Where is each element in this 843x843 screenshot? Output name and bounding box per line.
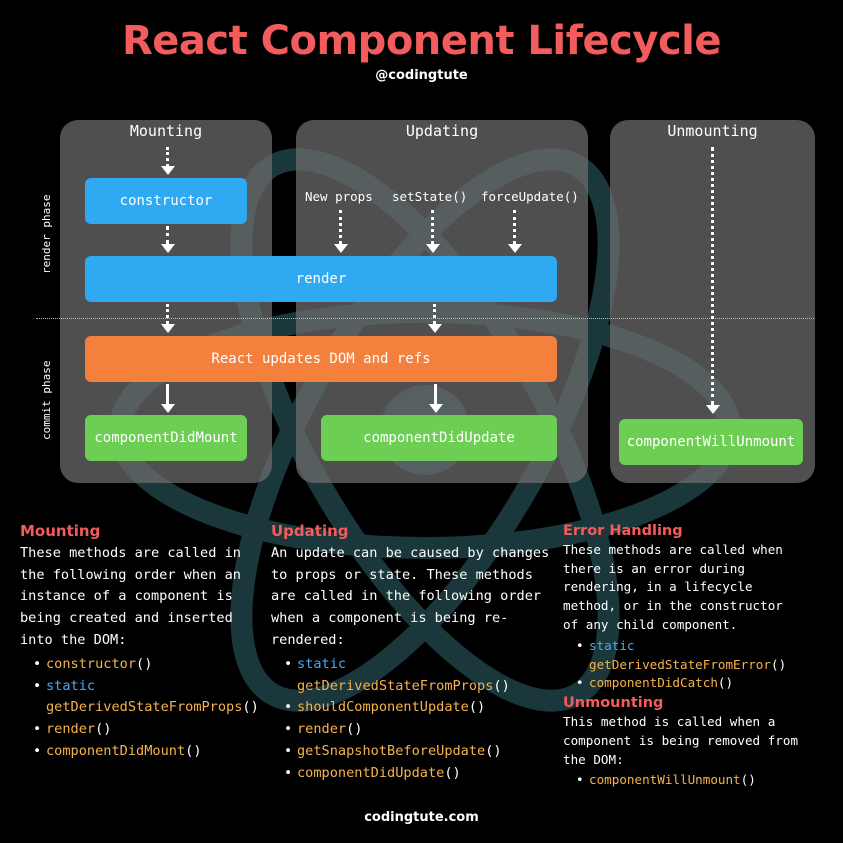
updating-column-title: Updating bbox=[405, 122, 479, 140]
author-handle: @codingtute bbox=[375, 68, 468, 83]
error-handling-heading: Error Handling bbox=[563, 523, 683, 539]
arrow-head bbox=[334, 244, 348, 253]
trigger-set-state: setState() bbox=[392, 189, 468, 204]
phase-divider bbox=[36, 318, 814, 319]
updating-text: An update can be caused by changes to pr… bbox=[271, 544, 550, 648]
arrow-head bbox=[161, 166, 175, 175]
updating-heading: Updating bbox=[271, 522, 349, 540]
trigger-new-props: New props bbox=[305, 189, 373, 204]
list-item: shouldComponentUpdate() bbox=[284, 697, 561, 719]
unmounting-method-list: componentWillUnmount() bbox=[563, 771, 833, 790]
arrow-mount-to-constructor bbox=[166, 147, 169, 167]
list-item: componentWillUnmount() bbox=[576, 771, 833, 790]
error-handling-section: Error Handling These methods are called … bbox=[563, 522, 833, 790]
arrow-setstate-to-render bbox=[431, 210, 434, 244]
arrow-render-to-dom-update bbox=[433, 304, 436, 324]
list-item: componentDidUpdate() bbox=[284, 763, 561, 785]
dom-update-box: React updates DOM and refs bbox=[85, 336, 557, 382]
arrow-head bbox=[426, 244, 440, 253]
trigger-force-update: forceUpdate() bbox=[481, 189, 579, 204]
error-handling-text: These methods are called when there is a… bbox=[563, 541, 783, 632]
arrow-render-to-dom-mount bbox=[166, 304, 169, 324]
updating-section: Updating An update can be caused by chan… bbox=[271, 521, 561, 785]
component-did-update-box: componentDidUpdate bbox=[321, 415, 557, 461]
mounting-method-list: constructor() staticgetDerivedStateFromP… bbox=[20, 654, 260, 763]
arrow-dom-to-didmount bbox=[166, 384, 169, 404]
arrow-head bbox=[706, 405, 720, 414]
arrow-head bbox=[508, 244, 522, 253]
render-phase-label: render phase bbox=[40, 194, 53, 274]
mounting-section: Mounting These methods are called in the… bbox=[20, 521, 260, 763]
arrow-head bbox=[428, 324, 442, 333]
unmounting-heading: Unmounting bbox=[563, 695, 664, 712]
arrow-head bbox=[429, 404, 443, 413]
arrow-head bbox=[161, 244, 175, 253]
arrow-constructor-to-render bbox=[166, 226, 169, 244]
mounting-text: These methods are called in the followin… bbox=[20, 544, 241, 648]
list-item: constructor() bbox=[33, 654, 260, 676]
mounting-column-title: Mounting bbox=[129, 122, 203, 140]
constructor-box: constructor bbox=[85, 178, 247, 224]
list-item: render() bbox=[284, 719, 561, 741]
component-did-mount-box: componentDidMount bbox=[85, 415, 247, 461]
list-item: componentDidMount() bbox=[33, 741, 260, 763]
arrow-head bbox=[161, 404, 175, 413]
arrow-newprops-to-render bbox=[339, 210, 342, 244]
list-item: componentDidCatch() bbox=[576, 674, 833, 693]
render-box: render bbox=[85, 256, 557, 302]
footer-site: codingtute.com bbox=[364, 810, 479, 825]
list-item: getSnapshotBeforeUpdate() bbox=[284, 741, 561, 763]
list-item: render() bbox=[33, 719, 260, 741]
mounting-heading: Mounting bbox=[20, 522, 101, 540]
component-will-unmount-box: componentWillUnmount bbox=[619, 419, 803, 465]
arrow-unmount-to-willunmount bbox=[711, 147, 714, 405]
unmounting-text: This method is called when a component i… bbox=[563, 713, 799, 767]
arrow-head bbox=[161, 324, 175, 333]
page-title: React Component Lifecycle bbox=[121, 18, 722, 64]
arrow-forceupdate-to-render bbox=[513, 210, 516, 244]
commit-phase-label: commit phase bbox=[40, 360, 53, 440]
arrow-dom-to-didupdate bbox=[434, 384, 437, 404]
unmounting-column-title: Unmounting bbox=[667, 122, 758, 140]
